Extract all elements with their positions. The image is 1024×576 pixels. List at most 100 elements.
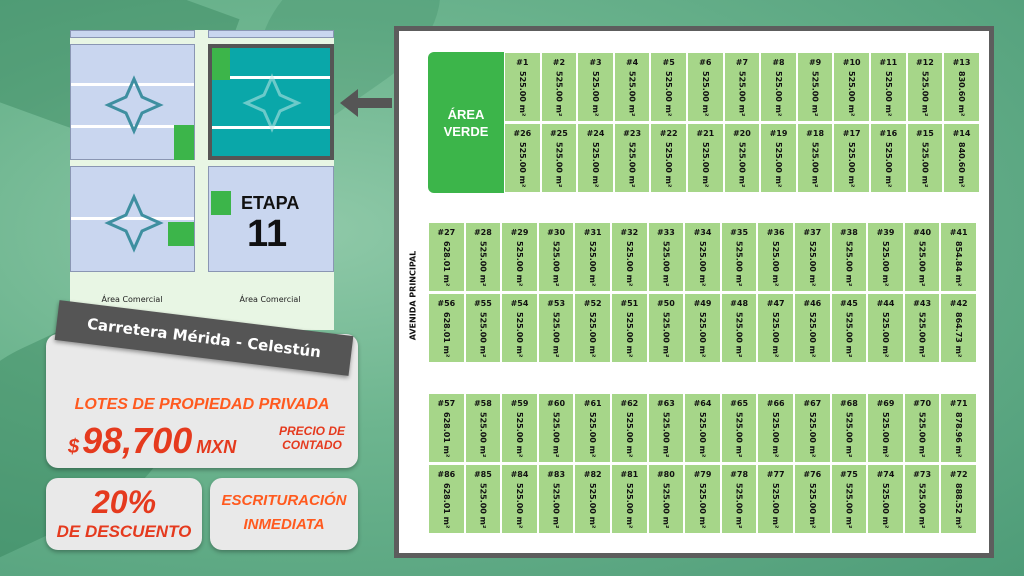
lot-area: 525.00 m² bbox=[588, 412, 598, 458]
lot-number: #54 bbox=[510, 299, 529, 308]
lot-area: 525.00 m² bbox=[883, 71, 893, 117]
lot-number: #78 bbox=[730, 470, 749, 479]
price-note: PRECIO DE CONTADO bbox=[272, 424, 352, 452]
lot-area: 525.00 m² bbox=[737, 71, 747, 117]
lot-number: #16 bbox=[879, 129, 898, 138]
lot-area: 525.00 m² bbox=[590, 142, 600, 188]
lot-area: 525.00 m² bbox=[478, 483, 488, 529]
lot-area: 525.00 m² bbox=[880, 241, 890, 287]
lot-area: 864.73 m² bbox=[954, 312, 964, 358]
lot-area: 525.00 m² bbox=[920, 71, 930, 117]
lot-area: 525.00 m² bbox=[734, 312, 744, 358]
lot-number: #15 bbox=[915, 129, 934, 138]
